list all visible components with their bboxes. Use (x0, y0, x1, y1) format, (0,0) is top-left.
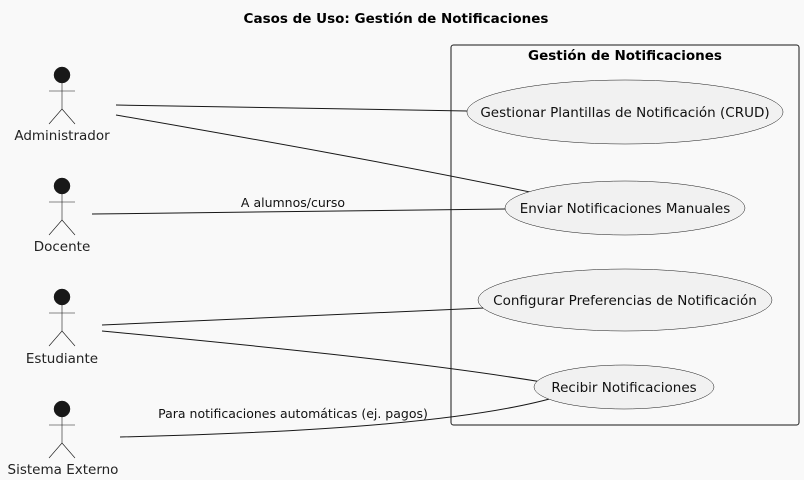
associations (91, 104, 561, 438)
use-case-recibir-shape (533, 364, 715, 410)
edge-label-docente-enviar: A alumnos/curso (241, 195, 345, 210)
use-case-recibir[interactable]: Recibir Notificaciones (533, 364, 715, 410)
edge-label-sistema-recibir: Para notificaciones automáticas (ej. pag… (158, 406, 428, 421)
use-case-enviar[interactable]: Enviar Notificaciones Manuales (504, 180, 746, 236)
diagram-title: Casos de Uso: Gestión de Notificaciones (244, 11, 549, 27)
actor-figure-icon (48, 66, 76, 125)
actor-sistema[interactable]: Sistema Externo (8, 400, 119, 478)
use-case-recibir-label: Recibir Notificaciones (551, 380, 696, 396)
actor-figure-icon (48, 177, 76, 236)
edge-sistema-recibir (119, 395, 561, 438)
use-case-plantillas-shape (466, 79, 784, 145)
use-case-preferencias-label: Configurar Preferencias de Notificación (493, 293, 757, 309)
actor-docente[interactable]: Docente (34, 177, 91, 255)
use-case-preferencias[interactable]: Configurar Preferencias de Notificación (477, 268, 773, 332)
actor-figure-icon (48, 400, 76, 459)
system-boundary (450, 44, 800, 426)
use-case-enviar-label: Enviar Notificaciones Manuales (520, 201, 731, 217)
edge-estudiante-recibir (101, 330, 543, 383)
use-case-plantillas[interactable]: Gestionar Plantillas de Notificación (CR… (466, 79, 784, 145)
actor-label: Sistema Externo (8, 462, 119, 478)
use-case-preferencias-shape (477, 268, 773, 332)
edge-docente-enviar (91, 208, 506, 215)
actor-admin[interactable]: Administrador (14, 66, 110, 144)
actor-label: Administrador (14, 128, 110, 144)
actor-label: Estudiante (26, 351, 98, 367)
use-case-plantillas-label: Gestionar Plantillas de Notificación (CR… (480, 105, 769, 121)
edge-estudiante-preferencias (101, 307, 485, 326)
use-case-enviar-shape (504, 180, 746, 236)
actor-label: Docente (34, 239, 91, 255)
edge-admin-plantillas (115, 104, 468, 112)
edge-admin-enviar (115, 114, 531, 193)
system-title: Gestión de Notificaciones (528, 48, 722, 64)
actor-figure-icon (48, 288, 76, 347)
actor-estudiante[interactable]: Estudiante (26, 288, 98, 367)
